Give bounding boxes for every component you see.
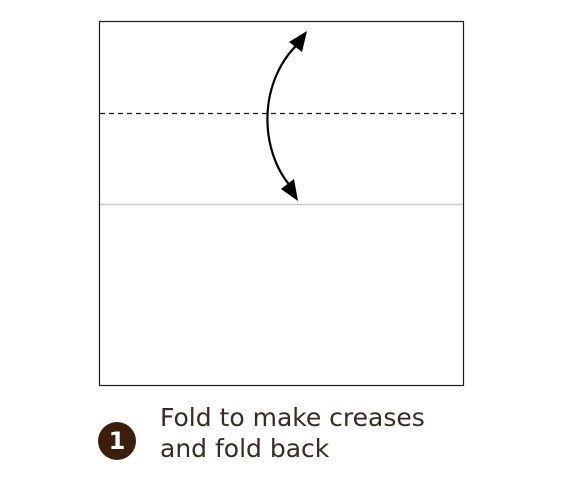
fold-arrow-head-top [289, 31, 307, 52]
double-headed-curved-arrow-icon [266, 31, 307, 201]
step-number-badge: 1 [98, 422, 136, 460]
paper-square [98, 20, 465, 387]
step-caption: 1 Fold to make creases and fold back [98, 402, 538, 472]
fold-arrow-head-bottom [281, 179, 298, 201]
fold-arrow-curve [266, 41, 301, 189]
step-instruction: Fold to make creases and fold back [160, 402, 425, 464]
step-instruction-line-1: Fold to make creases [160, 403, 425, 432]
step-instruction-line-2: and fold back [160, 434, 330, 463]
